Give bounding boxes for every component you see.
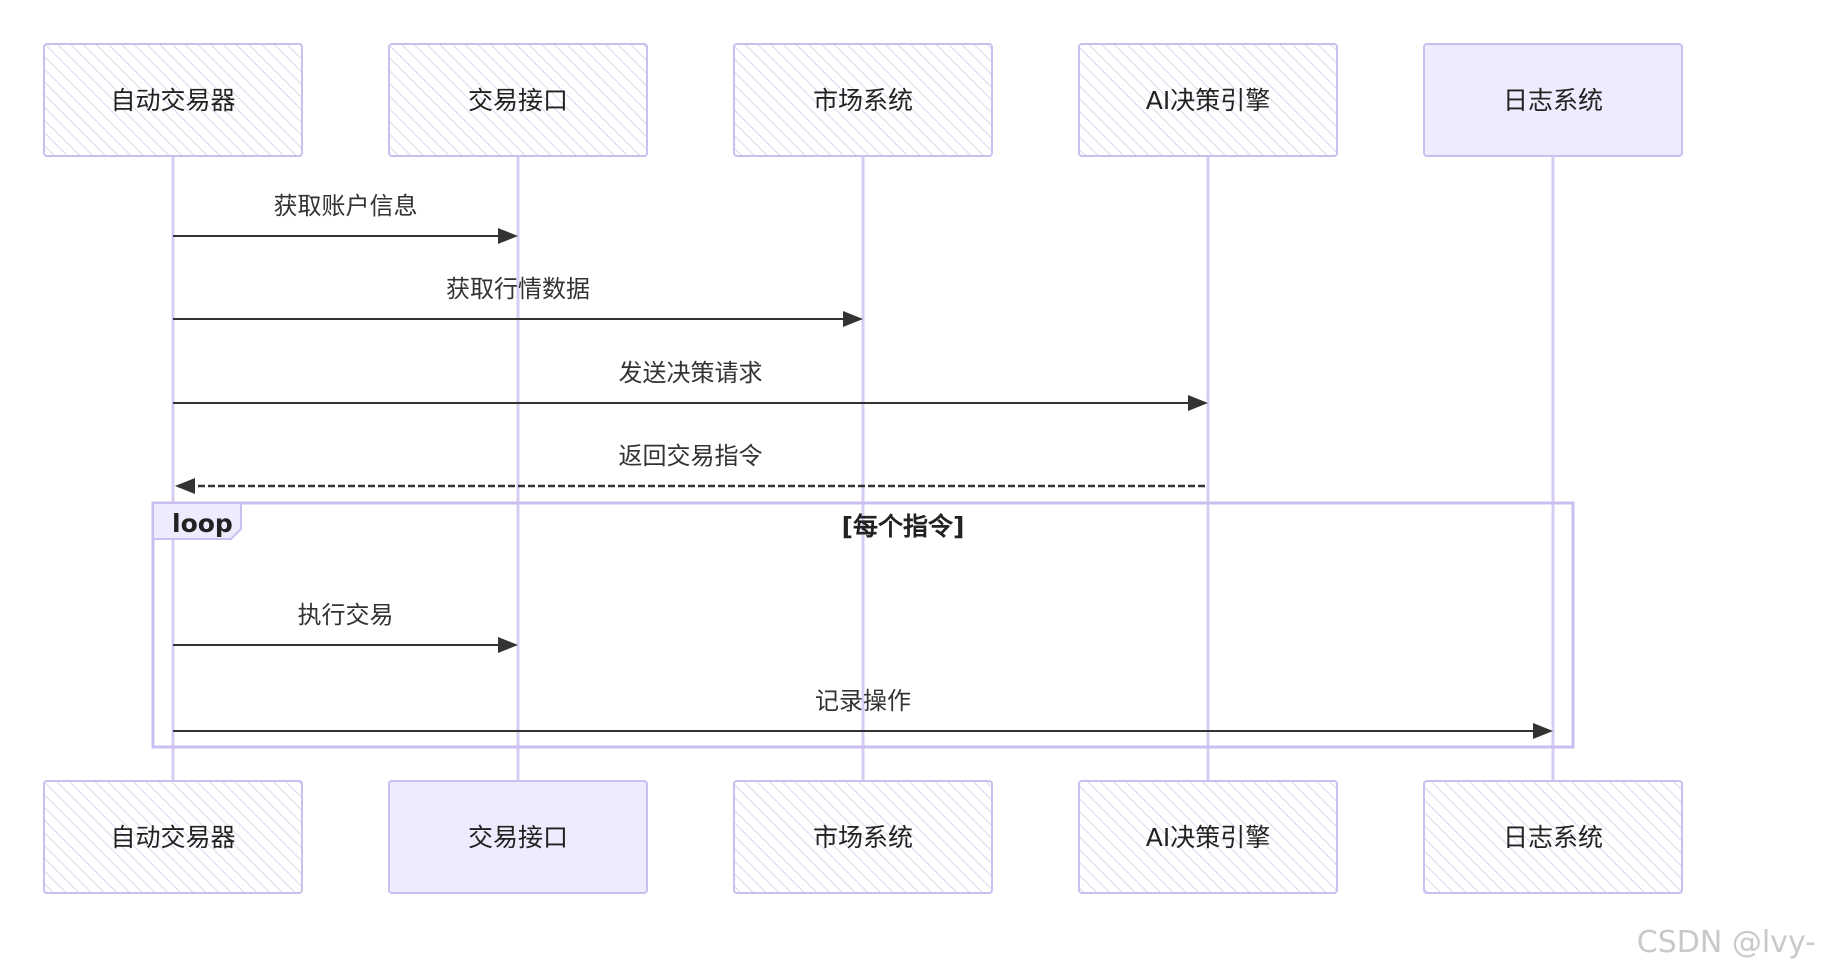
loop-condition: [每个指令] xyxy=(842,512,965,541)
actor-box xyxy=(1078,780,1338,894)
message-5: 执行交易 xyxy=(173,601,518,653)
loop-tab xyxy=(152,502,242,540)
message-3: 发送决策请求 xyxy=(173,359,1208,411)
arrowhead xyxy=(498,228,518,244)
actor-ai-top: AI决策引擎 xyxy=(1078,43,1338,157)
actor-box xyxy=(733,780,993,894)
message-6: 记录操作 xyxy=(173,687,1553,739)
message-label: 返回交易指令 xyxy=(619,442,763,470)
actor-trader-top: 自动交易器 xyxy=(43,43,303,157)
actor-market-bottom: 市场系统 xyxy=(733,780,993,894)
actor-label: 市场系统 xyxy=(813,823,913,852)
actor-label: 日志系统 xyxy=(1503,86,1603,115)
actor-box xyxy=(733,43,993,157)
actor-label: 市场系统 xyxy=(813,86,913,115)
arrowhead xyxy=(175,478,195,494)
loop-border xyxy=(151,501,1575,749)
message-label: 记录操作 xyxy=(815,687,911,715)
actor-box xyxy=(43,43,303,157)
actor-label: 自动交易器 xyxy=(110,86,235,115)
arrowhead xyxy=(1188,395,1208,411)
watermark: CSDN @lvy- xyxy=(1636,925,1816,960)
actor-log-top: 日志系统 xyxy=(1423,43,1683,157)
arrowhead xyxy=(498,637,518,653)
message-1: 获取账户信息 xyxy=(173,192,518,244)
actor-label: 交易接口 xyxy=(468,823,568,852)
actor-box xyxy=(1423,43,1683,157)
loop-frame: loop [每个指令] xyxy=(151,501,1575,749)
message-label: 获取账户信息 xyxy=(274,192,418,220)
arrowhead xyxy=(1533,723,1553,739)
actor-label: 自动交易器 xyxy=(110,823,235,852)
message-label: 获取行情数据 xyxy=(446,275,590,303)
actor-label: AI决策引擎 xyxy=(1146,823,1270,852)
message-2: 获取行情数据 xyxy=(173,275,863,327)
loop-label: loop xyxy=(172,509,233,538)
message-4: 返回交易指令 xyxy=(175,442,1208,494)
actor-api-top: 交易接口 xyxy=(388,43,648,157)
message-label: 发送决策请求 xyxy=(619,359,763,387)
actor-label: 交易接口 xyxy=(468,86,568,115)
actor-box xyxy=(388,43,648,157)
message-label: 执行交易 xyxy=(298,601,394,629)
actor-box xyxy=(388,780,648,894)
actor-label: 日志系统 xyxy=(1503,823,1603,852)
actor-box xyxy=(1423,780,1683,894)
actor-market-top: 市场系统 xyxy=(733,43,993,157)
actor-log-bottom: 日志系统 xyxy=(1423,780,1683,894)
actor-label: AI决策引擎 xyxy=(1146,86,1270,115)
arrowhead xyxy=(843,311,863,327)
actor-box xyxy=(1078,43,1338,157)
actor-api-bottom: 交易接口 xyxy=(388,780,648,894)
actor-ai-bottom: AI决策引擎 xyxy=(1078,780,1338,894)
actor-box xyxy=(43,780,303,894)
lifelines xyxy=(171,156,1555,781)
actor-trader-bottom: 自动交易器 xyxy=(43,780,303,894)
actors: 自动交易器自动交易器交易接口交易接口市场系统市场系统AI决策引擎AI决策引擎日志… xyxy=(43,43,1683,894)
